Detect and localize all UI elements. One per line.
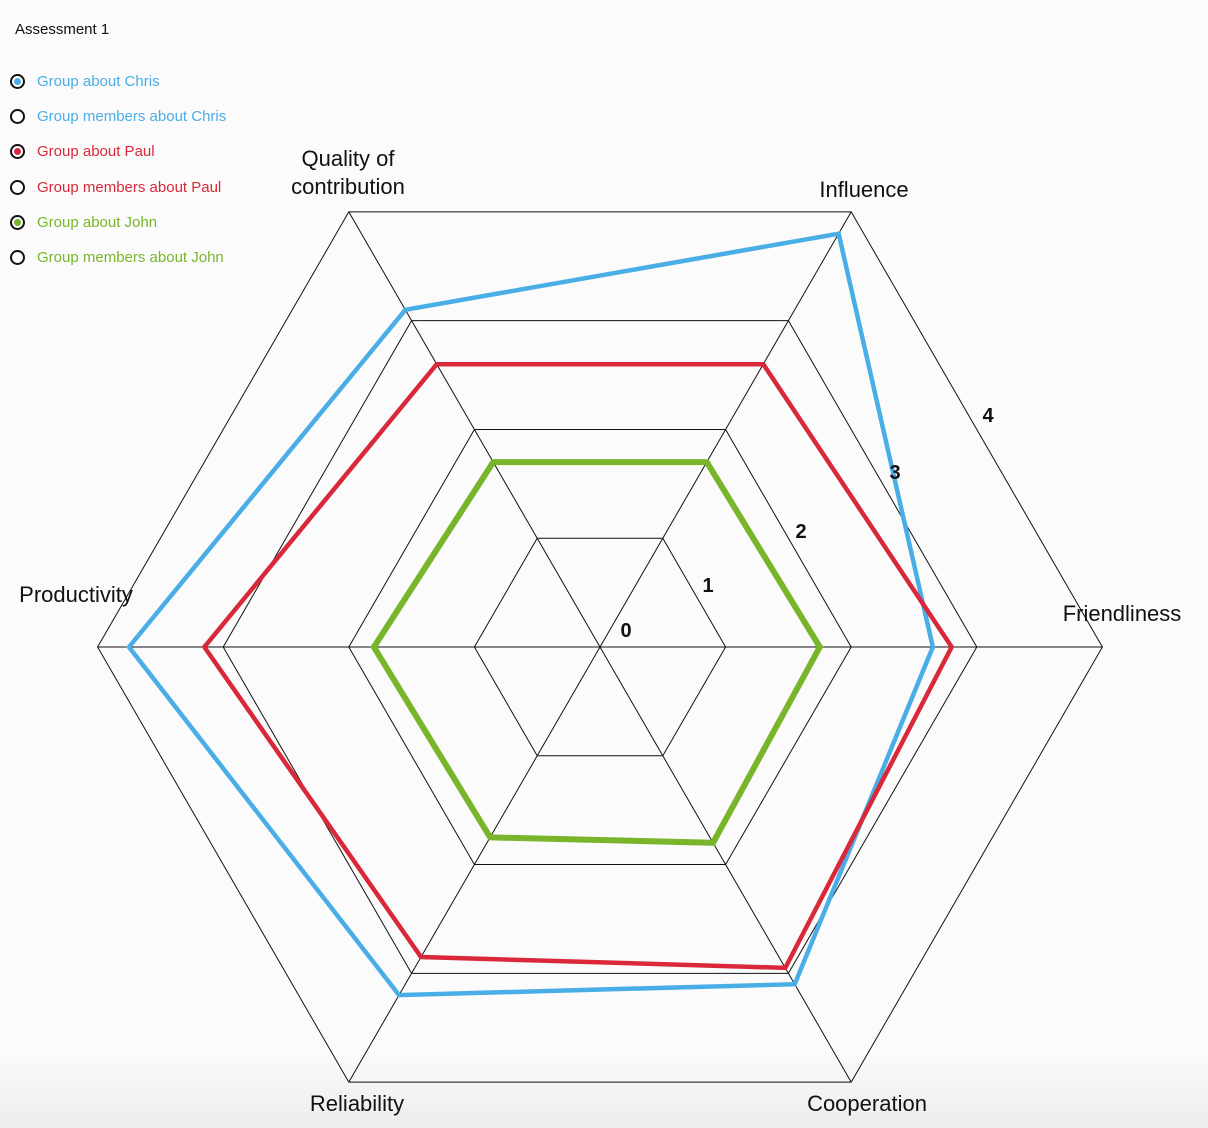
axis-label: Friendliness bbox=[1063, 601, 1182, 626]
series-group-about-john[interactable] bbox=[370, 459, 824, 846]
series-group-about-chris[interactable] bbox=[126, 231, 936, 998]
axis-label: Reliability bbox=[310, 1091, 404, 1116]
radio-selected-dot bbox=[14, 78, 21, 86]
radio-button[interactable] bbox=[10, 109, 25, 125]
axis-label: Cooperation bbox=[807, 1091, 927, 1116]
tick-label: 4 bbox=[982, 405, 994, 427]
tick-label: 2 bbox=[795, 521, 806, 543]
legend-item[interactable]: Group members about John bbox=[10, 240, 226, 275]
tick-label: 3 bbox=[889, 462, 900, 484]
axis-spoke bbox=[348, 646, 601, 1083]
legend-label: Group members about Chris bbox=[37, 108, 227, 126]
radio-button[interactable] bbox=[10, 74, 25, 90]
legend-label: Group members about John bbox=[37, 249, 224, 267]
tick-label: 1 bbox=[702, 575, 713, 597]
radio-button[interactable] bbox=[10, 144, 25, 160]
legend-item[interactable]: Group about John bbox=[10, 205, 226, 240]
chart-title: Assessment 1 bbox=[15, 21, 110, 38]
legend-item[interactable]: Group members about Chris bbox=[10, 99, 226, 134]
tick-label: 0 bbox=[620, 620, 631, 642]
axis-label: Influence bbox=[819, 177, 908, 202]
axis-spoke bbox=[348, 211, 601, 648]
radio-button[interactable] bbox=[10, 214, 25, 230]
series-group-about-paul[interactable] bbox=[201, 361, 955, 971]
axis-spoke bbox=[599, 211, 852, 648]
radio-button[interactable] bbox=[10, 250, 25, 266]
legend-label: Group members about Paul bbox=[37, 178, 222, 196]
radio-selected-dot bbox=[14, 148, 21, 156]
legend-label: Group about John bbox=[37, 213, 158, 231]
radio-button[interactable] bbox=[10, 179, 25, 195]
radio-selected-dot bbox=[14, 218, 21, 226]
legend-item[interactable]: Group about Paul bbox=[10, 134, 226, 169]
axis-spoke bbox=[599, 646, 852, 1083]
axis-label: Productivity bbox=[19, 582, 133, 607]
legend-label: Group about Paul bbox=[37, 143, 155, 161]
legend-item[interactable]: Group about Chris bbox=[10, 64, 226, 99]
legend-label: Group about Chris bbox=[37, 73, 160, 91]
legend-item[interactable]: Group members about Paul bbox=[10, 170, 226, 205]
